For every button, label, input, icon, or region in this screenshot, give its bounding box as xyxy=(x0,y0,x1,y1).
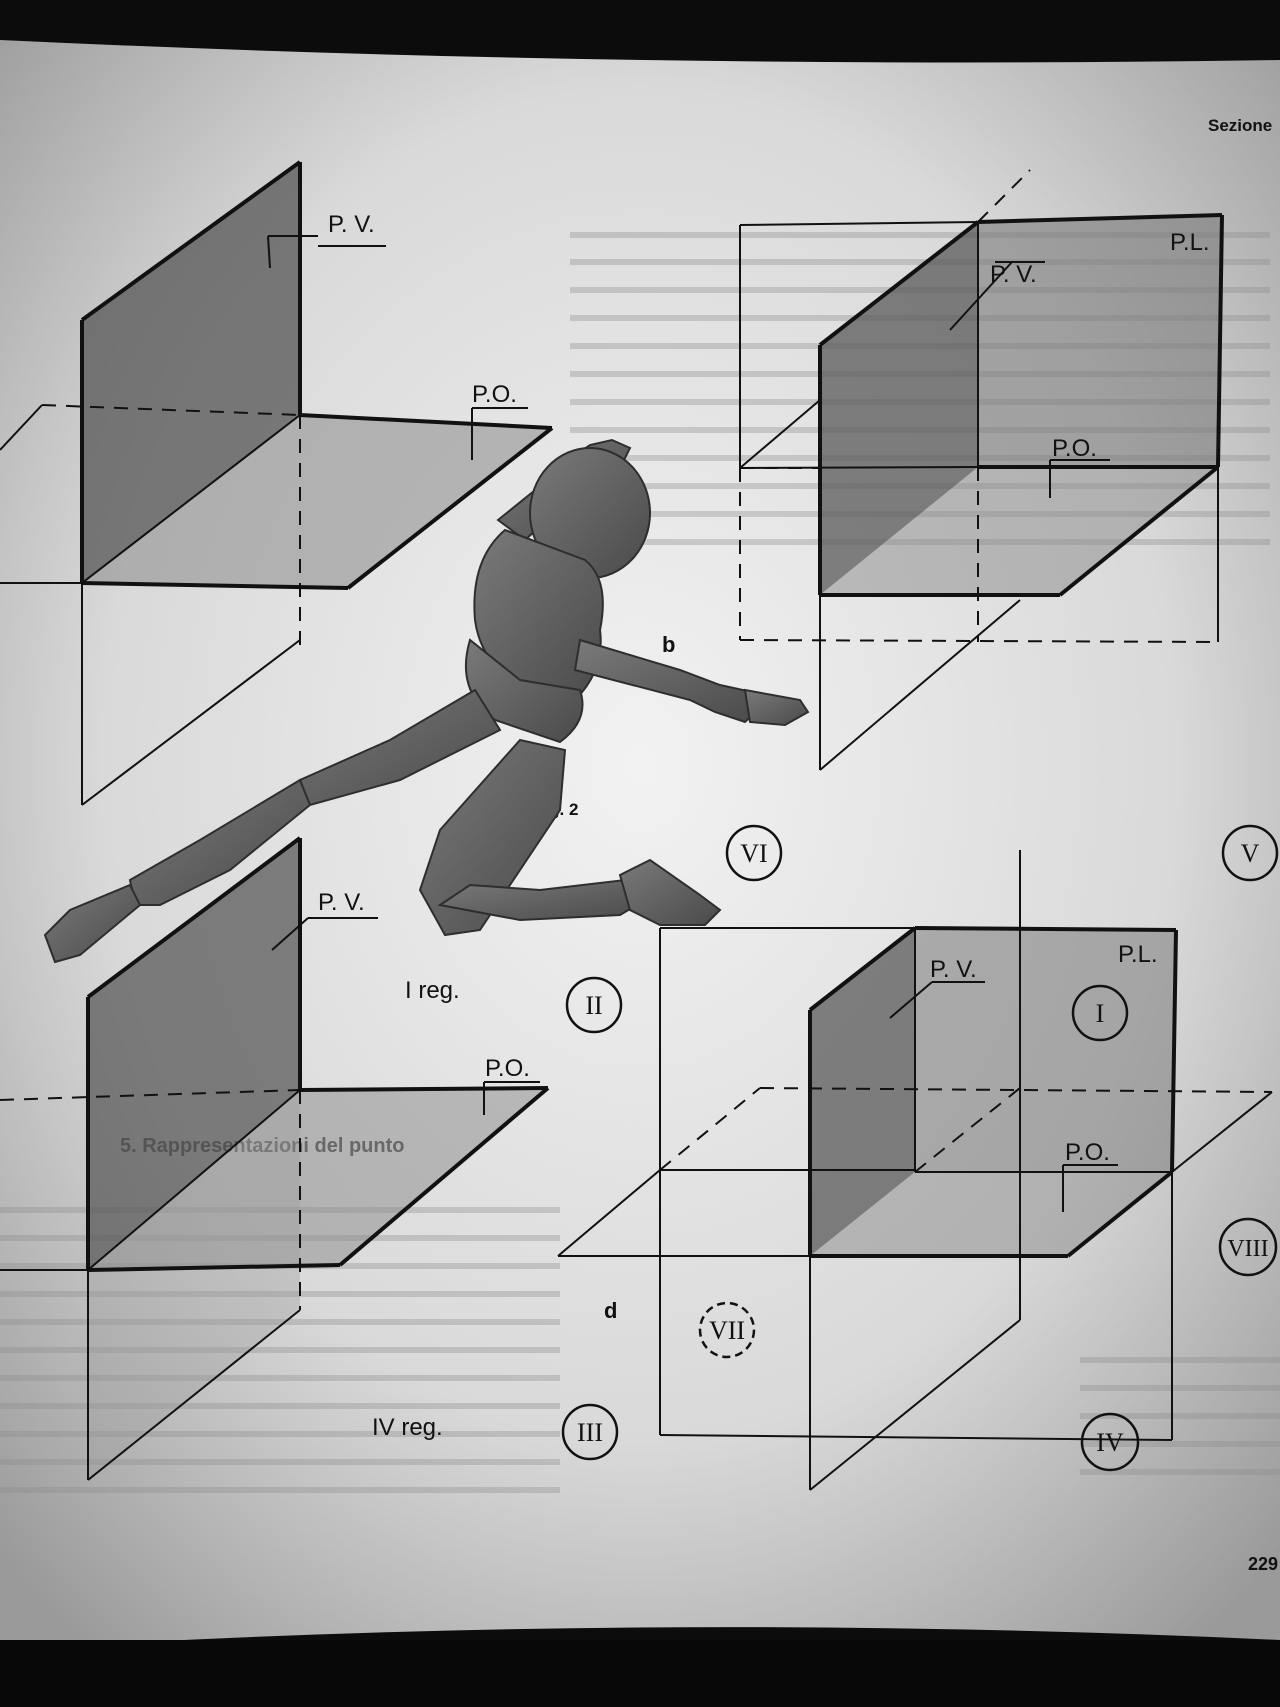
label-pl-4: P.L. xyxy=(1118,941,1158,968)
label-pl-2: P.L. xyxy=(1170,229,1210,256)
numeral-viii: VIII xyxy=(1227,1236,1268,1262)
label-pv-4: P. V. xyxy=(930,956,977,983)
page-header: Sezione xyxy=(1208,116,1272,135)
numeral-v: V xyxy=(1241,839,1260,868)
label-po-1: P.O. xyxy=(472,381,517,408)
letter-b: b xyxy=(662,632,675,657)
label-pv-2: P. V. xyxy=(990,261,1037,288)
letter-d: d xyxy=(604,1298,617,1323)
numeral-i: I xyxy=(1096,999,1105,1028)
page-number: 229 xyxy=(1248,1554,1278,1574)
roman-numerals: I II III IV V VI VII VIII xyxy=(561,824,1279,1472)
label-po-4: P.O. xyxy=(1065,1139,1110,1166)
diagram-bottom-left: P. V. P.O. xyxy=(0,836,550,1481)
diagram-top-left: P. V. P.O. xyxy=(0,160,554,806)
numeral-vi: VI xyxy=(740,839,767,868)
label-pv-3: P. V. xyxy=(318,889,365,916)
table-edge xyxy=(0,1640,1280,1707)
region-label-1: I reg. xyxy=(405,977,460,1004)
label-pv-1: P. V. xyxy=(328,211,375,238)
numeral-iv: IV xyxy=(1096,1428,1124,1457)
diagram-top-right: P.L. P. V. P.O. xyxy=(739,169,1224,771)
numeral-ii: II xyxy=(585,991,602,1020)
label-po-3: P.O. xyxy=(485,1055,530,1082)
numeral-iii: III xyxy=(577,1418,603,1447)
mannequin-figure xyxy=(43,438,810,964)
region-label-4: IV reg. xyxy=(372,1414,443,1441)
diagram-bottom-right: P.L. P. V. P.O. xyxy=(557,850,1273,1491)
label-po-2: P.O. xyxy=(1052,435,1097,462)
numeral-vii: VII xyxy=(709,1316,745,1345)
